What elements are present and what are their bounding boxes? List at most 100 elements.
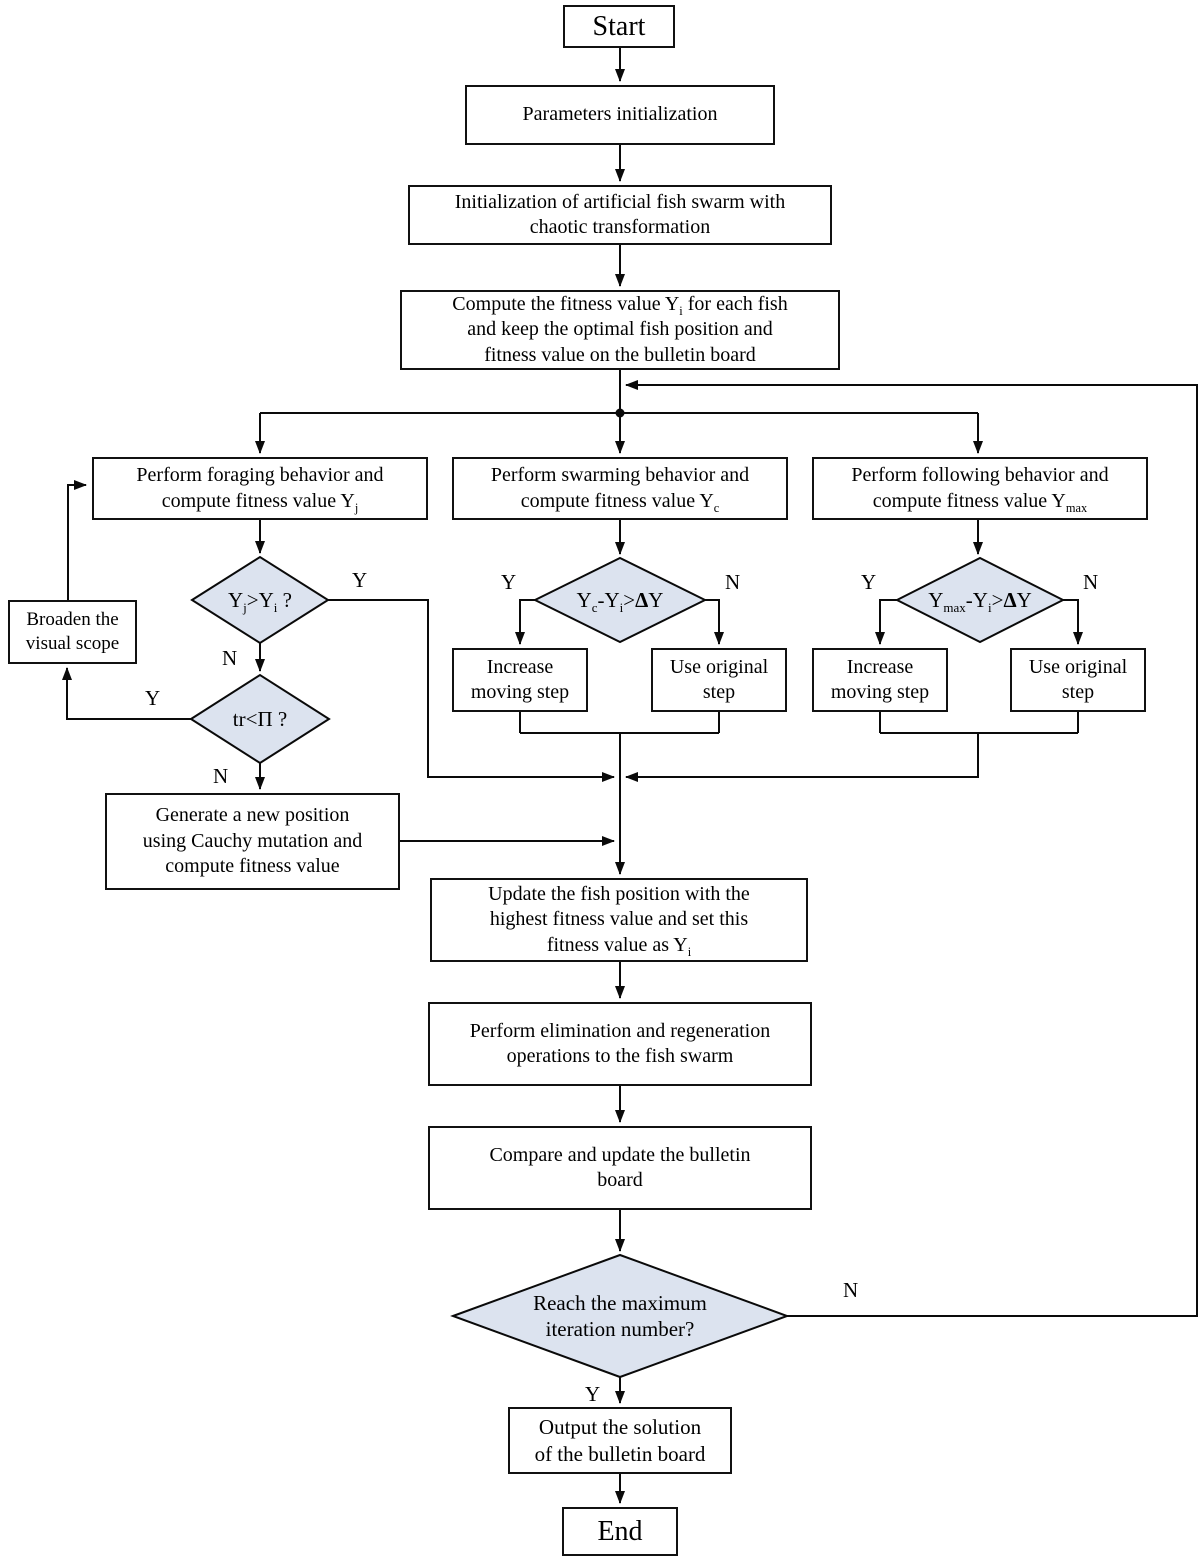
text-line: Perform foraging behavior and <box>136 464 384 487</box>
text-line: step <box>1061 681 1095 703</box>
node-broaden-label: Broaden the visual scope <box>26 608 119 656</box>
text-line: Perform following behavior and <box>851 464 1109 487</box>
text-line: moving step <box>470 681 570 703</box>
edge-d1-yes <box>328 599 615 782</box>
subscript: j <box>354 500 359 515</box>
text-line: Update the fish position with the <box>488 882 750 905</box>
label-iter-yes: Y <box>585 1382 601 1406</box>
edge-d4-no <box>1063 599 1083 645</box>
node-increase-step-follow: Increase moving step <box>812 648 948 712</box>
node-increase-step-swarm-label: Increase moving step <box>471 655 569 706</box>
node-end: End <box>562 1507 678 1556</box>
text-line: Perform swarming behavior and <box>490 464 750 487</box>
text-line: compute fitness value Y <box>161 489 355 512</box>
label-swarm-no: N <box>725 570 741 594</box>
node-update-fish-position: Update the fish position with the highes… <box>430 878 808 962</box>
subscript: i <box>679 303 683 318</box>
text-line: Perform elimination and regeneration <box>469 1019 771 1042</box>
text-line: using Cauchy mutation and <box>142 829 363 852</box>
node-following-label: Perform following behavior and compute f… <box>851 463 1108 514</box>
edge-d3-no <box>705 599 724 645</box>
label-follow-yes: Y <box>861 570 877 594</box>
node-elimination-label: Perform elimination and regeneration ope… <box>470 1019 770 1070</box>
node-compute-fitness: Compute the fitness value Yi for each fi… <box>400 290 840 370</box>
node-start-label: Start <box>592 10 646 42</box>
node-start: Start <box>563 5 675 48</box>
label-try-no: N <box>213 764 229 788</box>
text-line: compute fitness value Y <box>872 489 1066 512</box>
edge-d4-yes <box>875 599 897 645</box>
node-swarm-initialization-label: Initialization of artificial fish swarm … <box>455 190 785 241</box>
text-line: Generate a new position <box>155 804 350 827</box>
edge-iter-no-feedback <box>625 380 1198 1317</box>
subscript: max <box>1065 500 1088 515</box>
text-line: Compare and update the bulletin <box>489 1143 751 1166</box>
node-swarming-label: Perform swarming behavior and compute fi… <box>491 463 749 514</box>
label-try-yes: Y <box>145 686 161 710</box>
text-line: Initialization of artificial fish swarm … <box>454 190 786 213</box>
node-compare-label: Compare and update the bulletin board <box>489 1143 750 1194</box>
node-compare-bulletin: Compare and update the bulletin board <box>428 1126 812 1210</box>
diamond-yj-gt-yi <box>190 555 330 645</box>
text-line: chaotic transformation <box>529 216 711 238</box>
text-line: compute fitness value <box>165 855 340 878</box>
node-compute-fitness-label: Compute the fitness value Yi for each fi… <box>452 292 787 368</box>
text-line: Compute the fitness value Y <box>452 292 680 315</box>
subscript: i <box>687 944 692 959</box>
text-line: board <box>597 1169 643 1191</box>
edge-d2-yes-broaden <box>62 667 191 720</box>
node-end-label: End <box>597 1515 643 1547</box>
text-line: for each fish <box>682 292 788 315</box>
node-broaden-visual-scope: Broaden the visual scope <box>8 600 137 664</box>
text-line: step <box>702 681 736 703</box>
node-cauchy-mutation: Generate a new position using Cauchy mut… <box>105 793 400 890</box>
node-swarming-behavior: Perform swarming behavior and compute fi… <box>452 457 788 520</box>
text-line: Increase <box>486 655 554 678</box>
node-parameters-initialization: Parameters initialization <box>465 85 775 145</box>
node-original-step-swarm: Use original step <box>651 648 787 712</box>
node-original-step-swarm-label: Use original step <box>670 655 768 706</box>
text-line: operations to the fish swarm <box>506 1045 734 1067</box>
node-increase-step-swarm: Increase moving step <box>452 648 588 712</box>
node-original-step-follow: Use original step <box>1010 648 1146 712</box>
node-cauchy-label: Generate a new position using Cauchy mut… <box>143 803 362 879</box>
label-forage-no: N <box>222 646 238 670</box>
text-line: Broaden the <box>26 608 119 630</box>
node-parameters-label: Parameters initialization <box>522 103 718 126</box>
text-line: Increase <box>846 655 914 678</box>
subscript: c <box>713 500 720 515</box>
node-update-label: Update the fish position with the highes… <box>488 882 750 958</box>
text-line: Use original <box>1028 655 1128 678</box>
edge-right-merge <box>625 733 979 782</box>
text-line: visual scope <box>25 633 120 654</box>
node-output-solution: Output the solution of the bulletin boar… <box>508 1407 732 1474</box>
diamond-tr-lt-pi <box>189 673 331 765</box>
node-foraging-label: Perform foraging behavior and compute fi… <box>136 463 383 514</box>
node-output-label: Output the solution of the bulletin boar… <box>535 1414 706 1467</box>
node-original-step-follow-label: Use original step <box>1029 655 1127 706</box>
text-line: Use original <box>669 655 769 678</box>
text-line: Output the solution <box>538 1414 702 1439</box>
node-foraging-behavior: Perform foraging behavior and compute fi… <box>92 457 428 520</box>
text-line: and keep the optimal fish position and <box>467 318 773 341</box>
text-line: compute fitness value Y <box>520 489 714 512</box>
label-follow-no: N <box>1083 570 1099 594</box>
node-increase-step-follow-label: Increase moving step <box>831 655 929 706</box>
label-iter-no: N <box>843 1278 859 1302</box>
text-line: fitness value on the bulletin board <box>484 343 756 366</box>
label-forage-yes: Y <box>352 568 368 592</box>
diamond-max-iteration <box>450 1253 790 1379</box>
text-line: moving step <box>830 681 930 703</box>
text-line: of the bulletin board <box>534 1441 706 1466</box>
node-elimination-regeneration: Perform elimination and regeneration ope… <box>428 1002 812 1086</box>
text-line: fitness value as Y <box>546 933 688 956</box>
text-line: highest fitness value and set this <box>489 908 749 931</box>
edge-broaden-foraging <box>67 480 87 600</box>
diamond-yc-minus-yi <box>532 556 708 644</box>
edge-d3-yes <box>515 599 535 645</box>
diamond-ymax-minus-yi <box>894 556 1066 644</box>
node-following-behavior: Perform following behavior and compute f… <box>812 457 1148 520</box>
node-swarm-initialization: Initialization of artificial fish swarm … <box>408 185 832 245</box>
